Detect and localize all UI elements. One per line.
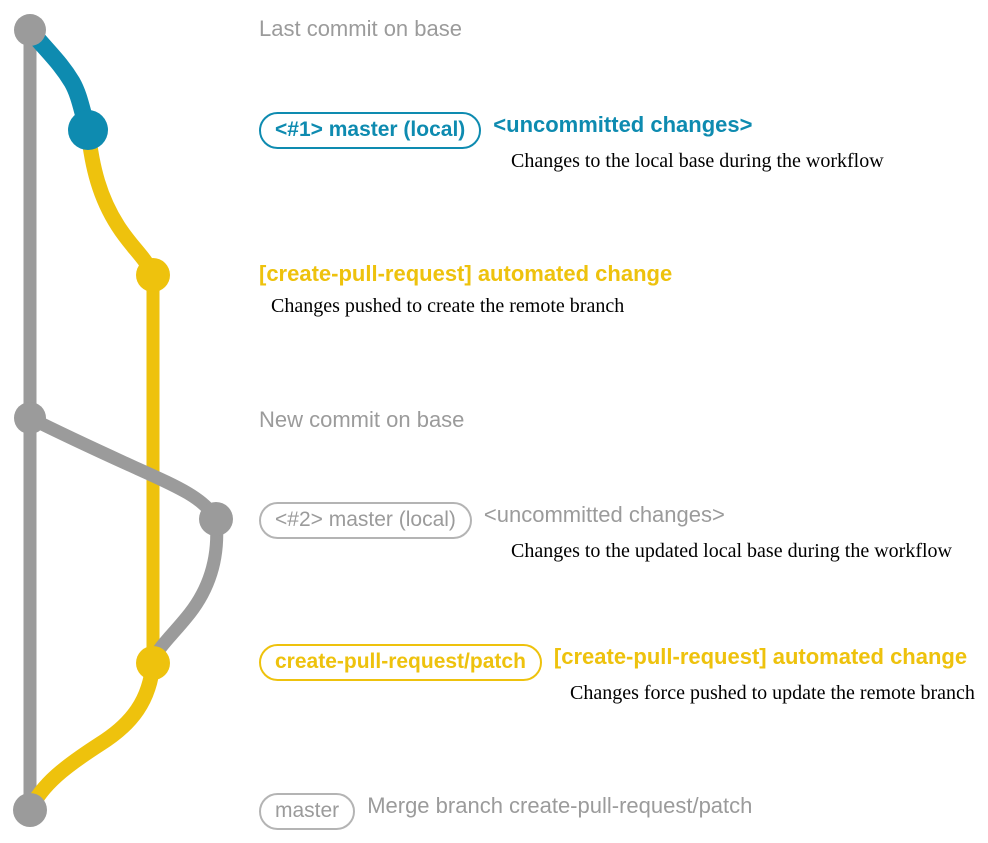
description-commit-2: Changes pushed to create the remote bran… <box>271 295 625 317</box>
annotation-new-commit-on-base: New commit on base <box>259 407 464 433</box>
branch-pill-local-master-1[interactable]: <#1> master (local) <box>259 112 482 149</box>
headline-new-commit-on-base: New commit on base <box>259 407 465 432</box>
branch-pill-create-pull-request-patch[interactable]: create-pull-request/patch <box>259 644 542 681</box>
headline-commit-2: [create-pull-request] automated change <box>259 261 673 286</box>
annotation-commit-3: <#2> master (local) <uncommitted changes… <box>259 502 725 539</box>
patch-branch-line-upper <box>80 122 161 283</box>
commit-dot-base-new[interactable] <box>14 402 46 434</box>
commit-dot-patch-1[interactable] <box>136 258 170 292</box>
description-commit-1: Changes to the local base during the wor… <box>511 150 884 172</box>
annotation-last-commit-on-base: Last commit on base <box>259 16 462 42</box>
branch-pill-local-master-2[interactable]: <#2> master (local) <box>259 502 472 539</box>
patch-merge-line <box>22 655 161 818</box>
annotation-commit-1: <#1> master (local) <uncommitted changes… <box>259 112 752 149</box>
description-commit-4: Changes force pushed to update the remot… <box>570 682 975 704</box>
commit-dot-patch-2[interactable] <box>136 646 170 680</box>
updated-local-merge-line <box>146 512 224 670</box>
description-commit-3: Changes to the updated local base during… <box>511 540 952 562</box>
updated-local-branch-line <box>23 411 223 526</box>
headline-last-commit-on-base: Last commit on base <box>259 16 462 41</box>
headline-commit-1: <uncommitted changes> <box>493 112 753 137</box>
headline-commit-4: [create-pull-request] automated change <box>553 644 968 669</box>
commit-dot-local-2[interactable] <box>199 502 233 536</box>
headline-merge-commit: Merge branch create-pull-request/patch <box>367 793 753 818</box>
headline-commit-3: <uncommitted changes> <box>483 502 725 527</box>
annotation-merge-commit: master Merge branch create-pull-request/… <box>259 793 752 830</box>
commit-dot-base-last[interactable] <box>14 14 46 46</box>
commit-dot-local-1[interactable] <box>68 110 108 150</box>
annotation-commit-4: create-pull-request/patch [create-pull-r… <box>259 644 967 681</box>
branch-pill-master[interactable]: master <box>259 793 356 830</box>
annotation-commit-2: [create-pull-request] automated change <box>259 261 672 287</box>
commit-dot-base-merge[interactable] <box>13 793 47 827</box>
